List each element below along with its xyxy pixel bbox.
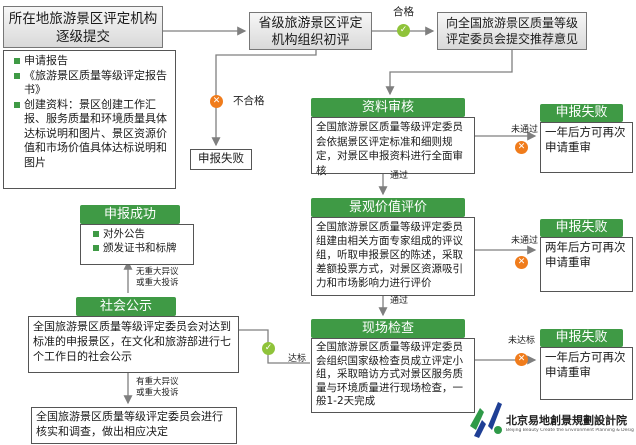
submission-title: 所在地旅游景区评定机构逐级提交	[3, 6, 163, 48]
fail-text: 两年后方可再次申请重审	[540, 237, 633, 292]
fail-block-2: 申报失败 两年后方可再次申请重审	[540, 219, 633, 292]
arrow-national-to-review	[385, 50, 513, 96]
fail-text: 一年后方可再次申请重审	[540, 122, 633, 173]
check-icon: ✓	[262, 342, 275, 355]
success-list: 对外公告 颁发证书和标牌	[91, 227, 191, 255]
no-objection-label: 无重大异议或重大投诉	[136, 267, 179, 288]
success-list-box: 对外公告 颁发证书和标牌	[80, 224, 194, 265]
fail-title: 申报失败	[540, 219, 623, 237]
pass-label: 通过	[390, 296, 409, 306]
value-eval-block: 景观价值评价 全国旅游景区质量等级评定委员组建由相关方面专家组成的评议组，听取申…	[311, 198, 475, 296]
submission-list-box: 申请报告 《旅游景区质量等级评定报告书》 创建资料：景区创建工作汇报、服务质量和…	[3, 50, 176, 189]
fail-label-top: 不合格	[233, 95, 265, 107]
submission-list: 申请报告 《旅游景区质量等级评定报告书》 创建资料：景区创建工作汇报、服务质量和…	[12, 54, 172, 170]
fail-text: 一年后方可再次申请重审	[540, 347, 633, 400]
list-item: 颁发证书和标牌	[93, 241, 191, 255]
fail-block-1: 申报失败 一年后方可再次申请重审	[540, 104, 633, 173]
has-objection-label: 有重大异议或重大投诉	[136, 377, 179, 398]
fail-title: 申报失败	[540, 104, 623, 122]
submission-block: 所在地旅游景区评定机构逐级提交 申请报告 《旅游景区质量等级评定报告书》 创建资…	[3, 6, 176, 189]
publicity-block: 社会公示 全国旅游景区质量等级评定委员会对达到标准的申报景区，在文化和旅游部进行…	[28, 297, 239, 373]
not-reach-label: 未达标	[508, 336, 536, 346]
check-icon: ✓	[397, 24, 410, 37]
reach-label: 达标	[288, 354, 307, 364]
publicity-title: 社会公示	[76, 297, 176, 316]
inspection-block: 现场检查 全国旅游景区质量等级评定委员会组织国家级检查员成立评定小组，采取暗访方…	[311, 319, 475, 413]
pass-label: 通过	[390, 171, 409, 181]
logo-mark-icon	[470, 402, 502, 438]
review-text: 全国旅游景区质量等级评定委员会依据景区评定标准和细则规定，对景区申报资料进行全面…	[311, 117, 475, 177]
logo-name-en: Beijing Beauty Create the Environment Pl…	[506, 428, 634, 433]
logo-name-cn: 北京易地創景規劃設計院	[506, 414, 627, 427]
x-icon: ✕	[515, 256, 528, 269]
success-title: 申报成功	[80, 205, 180, 224]
list-item: 《旅游景区质量等级评定报告书》	[14, 69, 172, 98]
review-block: 资料审核 全国旅游景区质量等级评定委员会依据景区评定标准和细则规定，对景区申报资…	[311, 98, 475, 177]
provincial-review-box: 省级旅游景区评定机构组织初评	[249, 12, 372, 50]
inspection-title: 现场检查	[311, 319, 465, 338]
fail-title: 申报失败	[540, 329, 623, 347]
publicity-text: 全国旅游景区质量等级评定委员会对达到标准的申报景区，在文化和旅游部进行七个工作日…	[28, 316, 239, 373]
national-submit-box: 向全国旅游景区质量等级评定委员会提交推荐意见	[437, 12, 587, 50]
list-item: 创建资料：景区创建工作汇报、服务质量和环境质量具体达标说明和图片、景区资源价值和…	[14, 98, 172, 171]
fail-box-left: 申报失败	[190, 149, 252, 170]
not-pass-label: 未通过	[511, 236, 539, 246]
arrow-provincial-to-fail	[211, 50, 317, 147]
not-pass-label: 未通过	[511, 125, 539, 135]
x-icon: ✕	[210, 95, 223, 108]
review-title: 资料审核	[311, 98, 465, 117]
list-item: 对外公告	[93, 227, 191, 241]
logo: 北京易地創景規劃設計院 Beijing Beauty Create the En…	[468, 396, 634, 442]
value-eval-text: 全国旅游景区质量等级评定委员组建由相关方面专家组成的评议组，听取申报景区的陈述，…	[311, 217, 475, 296]
list-item: 申请报告	[14, 54, 172, 69]
x-icon: ✕	[515, 353, 528, 366]
verify-box: 全国旅游景区质量等级评定委员会进行核实和调查，做出相应决定	[31, 407, 237, 444]
x-icon: ✕	[515, 141, 528, 154]
pass-label: 合格	[393, 6, 414, 18]
success-block: 申报成功 对外公告 颁发证书和标牌	[80, 205, 194, 265]
value-eval-title: 景观价值评价	[311, 198, 465, 217]
fail-block-3: 申报失败 一年后方可再次申请重审	[540, 329, 633, 400]
inspection-text: 全国旅游景区质量等级评定委员会组织国家级检查员成立评定小组，采取暗访方式对景区服…	[311, 338, 475, 413]
